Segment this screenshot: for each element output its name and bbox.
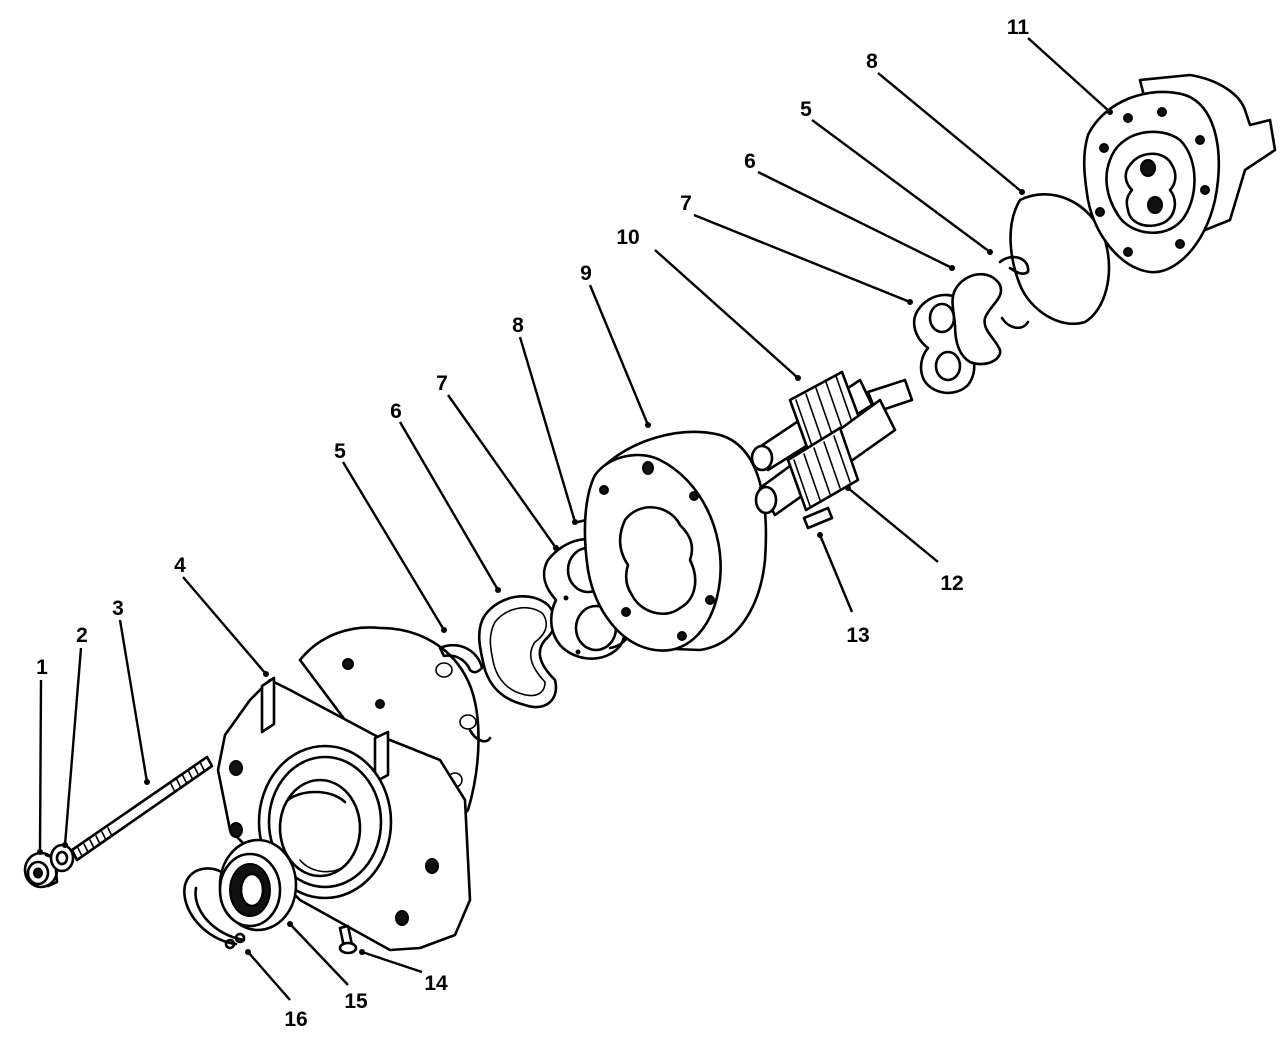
shaft-seal: [218, 838, 298, 932]
callout-15: 15: [344, 990, 368, 1013]
seal-ring-front: [438, 643, 492, 743]
rear-cover: [1082, 73, 1277, 274]
callout-7-front: 7: [436, 372, 448, 395]
leader-lines: [37, 37, 1113, 1001]
callout-5-front: 5: [334, 440, 346, 463]
callout-6-rear: 6: [744, 150, 756, 173]
callout-1: 1: [36, 656, 48, 679]
seal-rear: [1009, 193, 1111, 325]
callout-16: 16: [284, 1008, 307, 1031]
gear-housing: [583, 430, 768, 652]
callout-10: 10: [616, 226, 639, 249]
screw: [338, 924, 358, 955]
callout-8-rear: 8: [866, 50, 878, 73]
gasket-rear: [951, 272, 1003, 366]
callout-3: 3: [112, 597, 124, 620]
callouts: 1 2 3 4 5 6 7 8 9 10 11 8 5 6 7 12 13 14…: [36, 16, 1029, 1031]
callout-9: 9: [580, 262, 592, 285]
retaining-ring: [183, 867, 246, 950]
callout-2: 2: [76, 624, 88, 647]
callout-6-front: 6: [390, 400, 402, 423]
callout-7-rear: 7: [680, 192, 692, 215]
callout-11: 11: [1007, 16, 1030, 39]
lock-washer: [49, 843, 75, 873]
callout-8-front: 8: [512, 314, 524, 337]
front-housing: [216, 626, 480, 952]
key: [802, 506, 834, 530]
callout-13: 13: [846, 624, 869, 647]
gasket-front: [477, 595, 558, 709]
stud: [70, 755, 214, 862]
driven-gear-shaft: [754, 398, 897, 517]
callout-12: 12: [940, 572, 963, 595]
callout-5-rear: 5: [800, 98, 812, 121]
callout-14: 14: [424, 972, 448, 995]
callout-4: 4: [174, 554, 186, 577]
